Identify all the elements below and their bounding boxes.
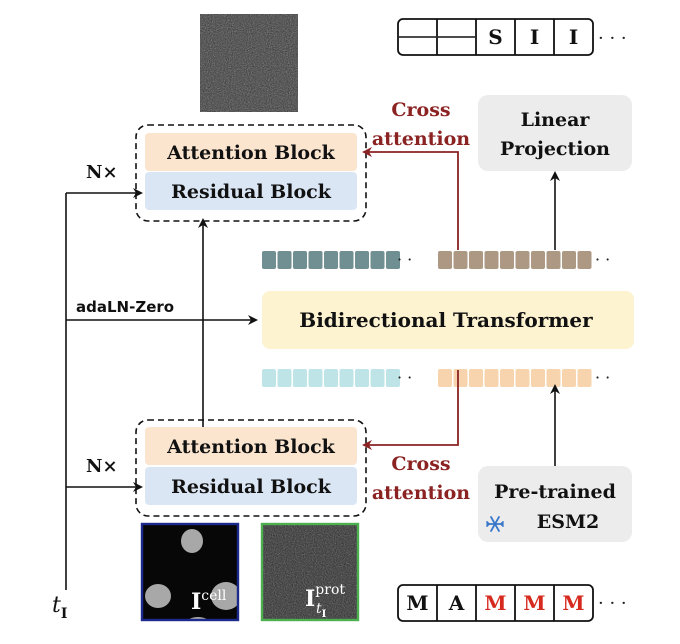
bottom-attention-label: Attention Block	[166, 436, 335, 458]
output-token-ellipsis: · · ·	[598, 28, 627, 49]
output-embedding-cell	[277, 251, 292, 269]
top-residual-block	[145, 172, 357, 210]
input-embedding-cell	[515, 369, 530, 387]
input-embedding-cell	[500, 369, 514, 387]
top-block-group	[135, 124, 367, 222]
bottom-residual-label: Residual Block	[171, 476, 332, 498]
top-attention-block	[145, 133, 357, 171]
time-label: tI	[52, 593, 67, 622]
bottom-cross-attention-label: Cross	[391, 453, 450, 475]
input-token: A	[448, 591, 465, 615]
input-token: M	[484, 591, 506, 615]
output-embedding-cell	[546, 251, 561, 269]
output-embedding-cell	[515, 251, 530, 269]
output-embedding-cell	[531, 251, 545, 269]
output-embedding-cell	[469, 251, 483, 269]
output-embedding-cell	[293, 251, 307, 269]
transformer-label: Bidirectional Transformer	[299, 308, 593, 332]
input-embedding-cell	[277, 369, 292, 387]
input-embedding-light	[262, 369, 400, 387]
input-token-ellipsis: · · ·	[598, 593, 627, 614]
input-embedding-cell	[355, 369, 369, 387]
embedding-ellipsis: · ·	[397, 250, 412, 269]
cell-image-label: Icell	[191, 588, 227, 615]
top-cross-attention-arrow	[362, 147, 459, 250]
output-embedding-cell	[308, 251, 323, 269]
input-embedding-cell	[293, 369, 307, 387]
top-cross-attention-label: Cross	[391, 99, 450, 121]
input-embedding-cell	[546, 369, 561, 387]
output-embedding-cell	[355, 251, 369, 269]
input-embedding-cell	[531, 369, 545, 387]
linear-projection-block	[478, 95, 632, 171]
input-token: M	[523, 591, 545, 615]
esm2-block	[478, 466, 632, 542]
output-embedding-cell	[484, 251, 499, 269]
top-residual-label: Residual Block	[171, 181, 332, 203]
output-embedding-cell	[324, 251, 338, 269]
adaln-zero-label: adaLN-Zero	[76, 298, 174, 316]
bottom-attention-block	[145, 427, 357, 465]
bottom-cross-attention-arrow	[362, 370, 459, 450]
bottom-block-group	[135, 419, 367, 517]
embedding-ellipsis: · ·	[397, 368, 412, 387]
output-embedding-cell	[438, 251, 452, 269]
output-embedding-cell	[577, 251, 592, 269]
esm2-label: Pre-trained	[494, 481, 616, 503]
input-embedding-cell	[339, 369, 354, 387]
esm2-label: ESM2	[537, 511, 599, 533]
noise-image	[200, 14, 298, 112]
snowflake-icon	[486, 516, 504, 532]
bottom-repeat-label: N×	[86, 456, 118, 477]
input-embedding-cell	[484, 369, 499, 387]
input-embedding-cell	[577, 369, 592, 387]
output-embedding-brown	[438, 251, 592, 269]
input-token: M	[562, 591, 584, 615]
bidirectional-transformer-block	[262, 291, 634, 349]
input-token: M	[406, 591, 428, 615]
output-embedding-cell	[262, 251, 276, 269]
input-embedding-cell	[308, 369, 323, 387]
output-embedding-cell	[370, 251, 385, 269]
output-token: I	[569, 25, 578, 49]
input-embedding-cell	[438, 369, 452, 387]
embedding-ellipsis: · ·	[595, 368, 610, 387]
input-embedding-cell	[262, 369, 276, 387]
bottom-cross-attention-label: attention	[372, 482, 470, 504]
output-token: S	[488, 25, 502, 49]
input-embedding-cell	[324, 369, 338, 387]
output-embedding-dark	[262, 251, 400, 269]
cell-image	[140, 522, 240, 622]
embedding-ellipsis: · ·	[595, 250, 610, 269]
bottom-residual-block	[145, 467, 357, 505]
protein-image	[260, 522, 360, 622]
input-embedding-cell	[386, 369, 400, 387]
input-embedding-cell	[453, 369, 468, 387]
input-embedding-cell	[370, 369, 385, 387]
input-frame	[397, 584, 594, 622]
output-embedding-cell	[453, 251, 468, 269]
top-repeat-label: N×	[86, 162, 118, 183]
output-token: I	[530, 25, 539, 49]
input-embedding-peach	[438, 369, 592, 387]
output-embedding-cell	[500, 251, 514, 269]
input-embedding-cell	[562, 369, 576, 387]
linear-projection-label: Projection	[500, 138, 610, 160]
linear-projection-label: Linear	[521, 109, 591, 131]
output-embedding-cell	[386, 251, 400, 269]
output-frame	[397, 18, 594, 56]
top-cross-attention-label: attention	[372, 128, 470, 150]
output-embedding-cell	[339, 251, 354, 269]
output-embedding-cell	[562, 251, 576, 269]
top-attention-label: Attention Block	[166, 142, 335, 164]
input-embedding-cell	[469, 369, 483, 387]
